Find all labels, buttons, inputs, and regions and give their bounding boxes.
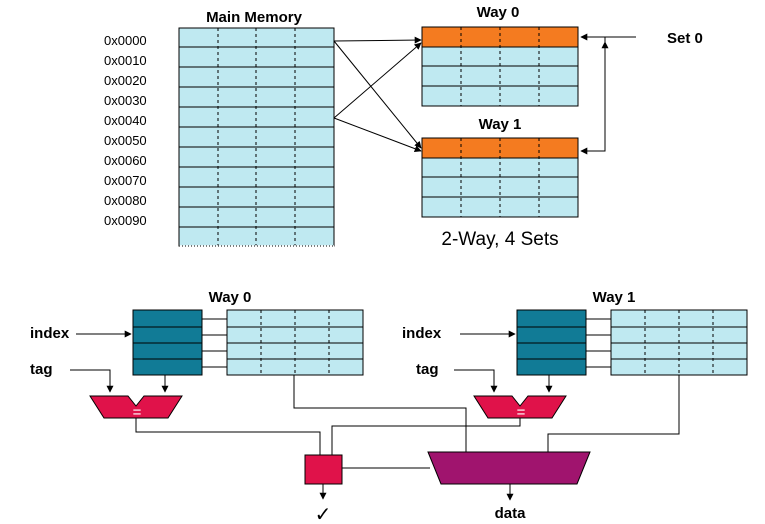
address-label: 0x0030 — [104, 93, 147, 108]
hit-wiring — [135, 375, 680, 469]
data-array-way1 — [610, 309, 748, 376]
address-label: 0x0010 — [104, 53, 147, 68]
address-label: 0x0090 — [104, 213, 147, 228]
address-label: 0x0080 — [104, 193, 147, 208]
tag-arrow-way0 — [70, 369, 114, 393]
way1-title: Way 1 — [479, 116, 522, 133]
set0-label: Set 0 — [667, 30, 703, 47]
address-label: 0x0060 — [104, 153, 147, 168]
address-label: 0x0040 — [104, 113, 147, 128]
hit-check-symbol: ✓ — [315, 504, 332, 524]
address-label: 0x0020 — [104, 73, 147, 88]
bottom-way1-title: Way 1 — [593, 289, 636, 306]
memory-address-labels: 0x0000 0x0010 0x0020 0x0030 0x0040 0x005… — [104, 33, 147, 228]
tag-label-way1: tag — [416, 361, 439, 378]
row-links-way0 — [202, 318, 227, 368]
mapping-arrows — [333, 36, 422, 153]
tag-array-way1 — [516, 309, 587, 376]
address-label: 0x0000 — [104, 33, 147, 48]
top-way0-array — [421, 26, 579, 107]
address-label: 0x0070 — [104, 173, 147, 188]
set0-arrows — [580, 33, 636, 155]
index-label-way0: index — [30, 325, 70, 342]
tag-array-way0 — [132, 309, 203, 376]
tag-label-way0: tag — [30, 361, 53, 378]
comparator-way0: = — [89, 395, 183, 421]
equals-symbol: = — [133, 404, 142, 421]
comparator-way1: = — [473, 395, 567, 421]
bottom-way0-title: Way 0 — [209, 289, 252, 306]
main-memory-title: Main Memory — [206, 9, 303, 26]
data-array-way0 — [226, 309, 364, 376]
main-memory-array — [178, 27, 335, 247]
data-mux — [427, 451, 591, 485]
way0-title: Way 0 — [477, 4, 520, 21]
equals-symbol: = — [517, 404, 526, 421]
data-output-label: data — [495, 505, 527, 522]
row-links-way1 — [586, 318, 611, 368]
tag-arrow-way1 — [454, 369, 498, 393]
address-label: 0x0050 — [104, 133, 147, 148]
index-label-way1: index — [402, 325, 442, 342]
hit-or-gate — [304, 454, 343, 485]
cache-config-caption: 2-Way, 4 Sets — [441, 229, 558, 250]
top-way1-array — [421, 137, 579, 218]
